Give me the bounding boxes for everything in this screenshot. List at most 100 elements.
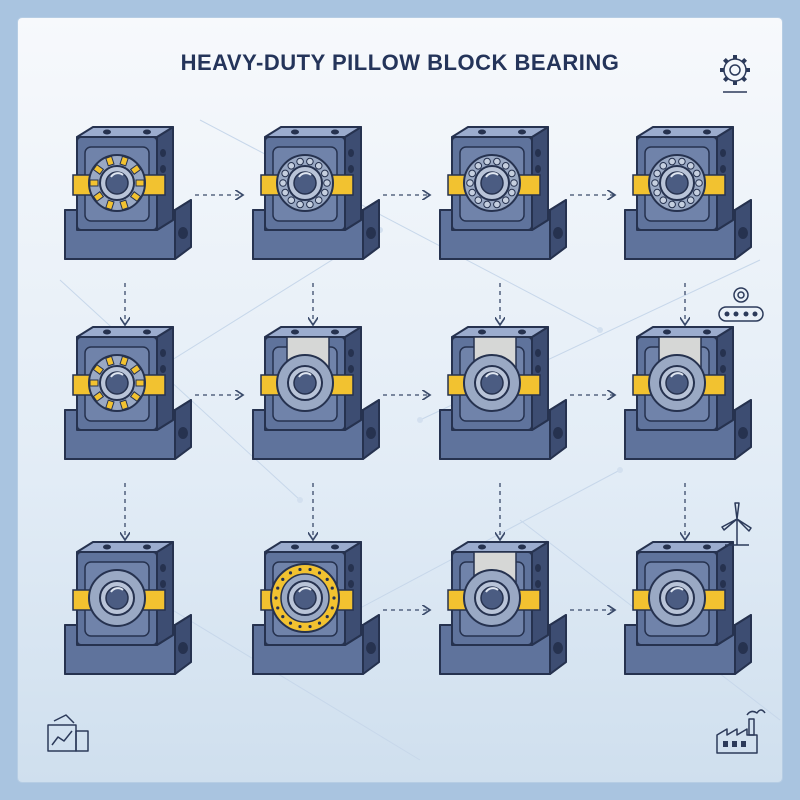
ball — [308, 567, 312, 572]
roller — [135, 179, 145, 187]
ball — [508, 188, 516, 197]
ball — [308, 624, 312, 629]
roller — [92, 164, 105, 175]
shaft-bore — [293, 371, 317, 395]
bolt-hole — [553, 427, 563, 439]
ball — [296, 200, 304, 209]
pillow-block-bearing — [439, 326, 567, 460]
ball — [668, 200, 676, 209]
ball — [483, 157, 491, 166]
ball — [493, 157, 501, 166]
ball — [474, 196, 483, 205]
ball — [493, 200, 501, 209]
shaft-bore — [665, 371, 689, 395]
shaft-bore — [665, 586, 689, 610]
roller — [105, 199, 115, 211]
ball — [298, 567, 302, 572]
pillow-block-bearing — [624, 126, 752, 260]
ball — [653, 169, 661, 178]
roller — [129, 191, 142, 202]
pillow-block-bearing — [252, 326, 380, 460]
ball — [653, 188, 661, 197]
ball — [287, 196, 296, 205]
bolt-hole — [738, 427, 748, 439]
wind-turbine-icon — [721, 502, 752, 546]
ball — [288, 571, 293, 575]
ball — [693, 169, 701, 178]
conveyor-icon — [718, 287, 764, 322]
roller — [89, 179, 99, 187]
ball — [510, 179, 518, 187]
factory-icon — [716, 709, 766, 754]
shaft-bore — [480, 371, 504, 395]
pillow-block-bearing — [252, 541, 380, 675]
flow-arrows — [125, 195, 685, 610]
ball — [276, 586, 280, 590]
bolt-hole — [178, 642, 188, 654]
bolt-hole — [178, 427, 188, 439]
ball — [314, 161, 323, 170]
ball — [314, 196, 323, 205]
bolt-hole — [366, 227, 376, 239]
bolt-hole — [738, 642, 748, 654]
ball — [332, 596, 336, 600]
ball — [508, 169, 516, 178]
roller — [119, 155, 129, 167]
shaft-bore — [105, 171, 129, 195]
roller — [92, 364, 105, 375]
roller — [129, 391, 142, 402]
pillow-block-bearing — [439, 541, 567, 675]
ball — [474, 161, 483, 170]
roller — [129, 164, 142, 175]
bolt-hole — [366, 642, 376, 654]
side-icons — [47, 55, 766, 754]
roller — [105, 399, 115, 411]
roller — [119, 355, 129, 367]
ball — [695, 179, 703, 187]
ball — [274, 596, 278, 600]
shaft-bore — [480, 171, 504, 195]
pillow-block-bearing — [624, 326, 752, 460]
pillow-block-bearing — [64, 326, 192, 460]
pillow-block-bearing — [64, 541, 192, 675]
roller — [89, 379, 99, 387]
ball — [281, 577, 285, 581]
ball — [317, 621, 322, 625]
ball — [276, 606, 280, 610]
ball — [306, 157, 314, 166]
ball — [686, 161, 695, 170]
roller — [129, 364, 142, 375]
pillow-block-bearing — [64, 126, 192, 260]
roller — [119, 399, 129, 411]
network-node — [297, 497, 303, 503]
ball — [325, 577, 329, 581]
ball — [323, 179, 331, 187]
ball — [678, 200, 686, 209]
network-node — [617, 467, 623, 473]
ball — [325, 615, 329, 619]
ball — [296, 157, 304, 166]
shaft-bore — [293, 586, 317, 610]
ball — [693, 188, 701, 197]
roller — [119, 199, 129, 211]
network-line — [59, 279, 301, 501]
shaft-bore — [105, 371, 129, 395]
ball — [287, 161, 296, 170]
bolt-hole — [553, 227, 563, 239]
ball — [686, 196, 695, 205]
chart-icon — [47, 714, 89, 752]
ball — [668, 157, 676, 166]
ball — [501, 161, 510, 170]
ball — [279, 179, 287, 187]
ball — [306, 200, 314, 209]
shaft-bore — [105, 586, 129, 610]
roller — [105, 355, 115, 367]
network-node — [597, 327, 603, 333]
bolt-hole — [553, 642, 563, 654]
shaft-bore — [480, 586, 504, 610]
roller — [92, 191, 105, 202]
ball — [281, 169, 289, 178]
gear-icon — [720, 55, 750, 93]
ball — [659, 161, 668, 170]
